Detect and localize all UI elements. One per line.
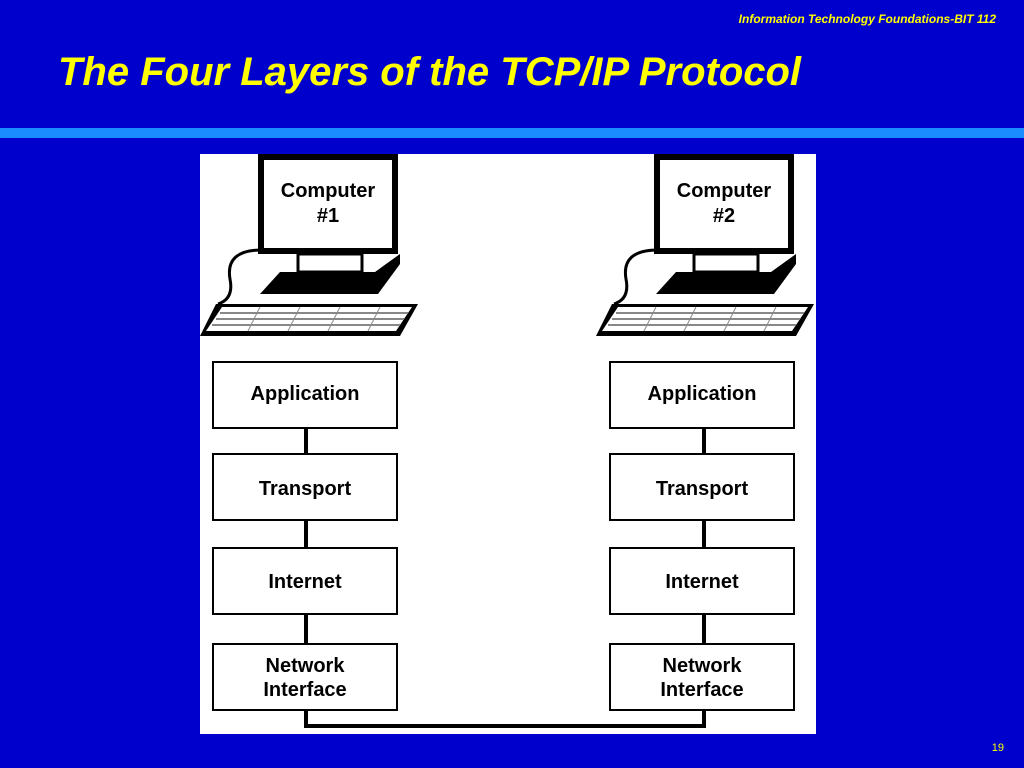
course-header: Information Technology Foundations-BIT 1… — [738, 12, 996, 26]
computer-1-label-line2: #1 — [317, 205, 339, 227]
keyboard-icon — [200, 304, 418, 336]
monitor-screen — [264, 160, 392, 248]
page-number: 19 — [991, 742, 1004, 754]
layer-label-application: Application — [648, 383, 757, 405]
computer-2-label-line1: Computer — [677, 180, 772, 202]
computer-1-label-line1: Computer — [281, 180, 376, 202]
title-divider — [0, 128, 1024, 138]
layer-box-transport — [609, 453, 795, 521]
layer-label-network-line2: Interface — [263, 679, 346, 701]
layer-label-network-line1: Network — [266, 655, 346, 677]
computer-1: Computer #1 — [200, 154, 418, 336]
computer-2-label-line2: #2 — [713, 205, 735, 227]
diagram-canvas: Computer #1 Computer #2 — [200, 154, 814, 728]
layer-box-application — [212, 361, 398, 429]
layer-label-network-line1: Network — [663, 655, 743, 677]
keyboard-cable — [613, 248, 659, 306]
layer-box-network-interface — [212, 643, 398, 711]
slide-title: The Four Layers of the TCP/IP Protocol — [58, 50, 802, 94]
layer-box-application — [609, 361, 795, 429]
layer-box-network-interface — [609, 643, 795, 711]
network-link — [304, 710, 706, 728]
layer-connectors — [304, 428, 706, 644]
layer-box-internet — [212, 547, 398, 615]
protocol-stack-2: Application Transport Internet Network I… — [609, 361, 795, 711]
monitor-screen — [660, 160, 788, 248]
computer-base — [656, 254, 796, 294]
layer-box-internet — [609, 547, 795, 615]
layer-label-transport: Transport — [656, 478, 749, 500]
tcp-ip-diagram: Computer #1 Computer #2 — [200, 154, 816, 734]
keyboard-icon — [596, 304, 814, 336]
monitor-stand — [692, 252, 760, 274]
computer-2: Computer #2 — [596, 154, 814, 336]
computer-base — [260, 254, 400, 294]
keyboard-cable — [217, 248, 263, 306]
layer-label-network-line2: Interface — [660, 679, 743, 701]
monitor-stand — [296, 252, 364, 274]
layer-label-application: Application — [251, 383, 360, 405]
layer-label-internet: Internet — [665, 571, 739, 593]
layer-label-transport: Transport — [259, 478, 352, 500]
layer-label-internet: Internet — [268, 571, 342, 593]
layer-box-transport — [212, 453, 398, 521]
protocol-stack-1: Application Transport Internet Network I… — [212, 361, 398, 711]
